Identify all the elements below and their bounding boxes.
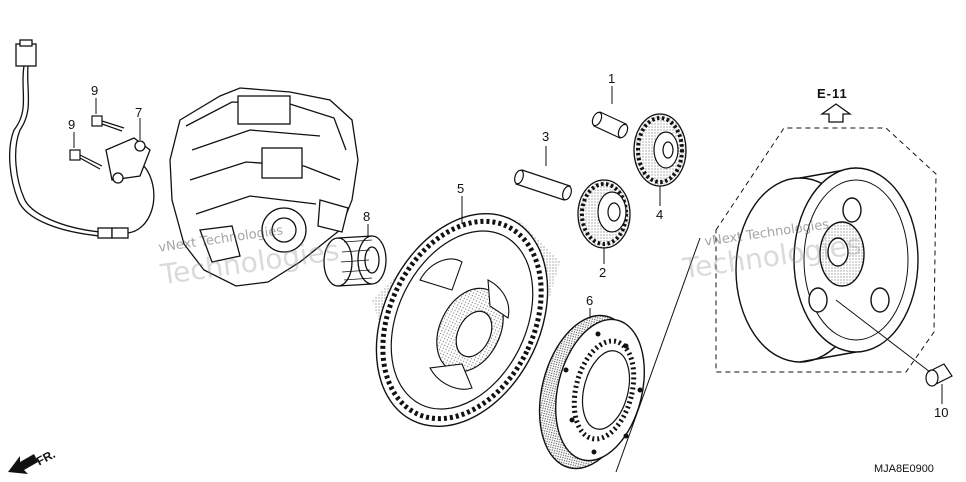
flange-bolt (925, 363, 953, 387)
pin-lower (514, 169, 572, 201)
bolt-upper (91, 115, 125, 132)
leader-lines-left (73, 98, 369, 236)
reduction-gear (633, 113, 687, 187)
part-code: MJA8E0900 (874, 463, 934, 475)
callout-2: 2 (599, 265, 607, 280)
starter-clutch (538, 314, 646, 470)
callout-1: 1 (608, 71, 616, 86)
callout-9-lower: 9 (68, 117, 76, 132)
callout-10: 10 (934, 405, 949, 420)
callout-3: 3 (542, 129, 550, 144)
leader-lines (461, 86, 943, 473)
idle-gear-small (577, 179, 631, 249)
reference-label: E-11 (817, 86, 848, 101)
flywheel-rotor (735, 167, 919, 363)
callout-8: 8 (363, 209, 371, 224)
callout-5: 5 (457, 181, 465, 196)
callout-9-upper: 9 (91, 83, 99, 98)
rotor-assembly-box (715, 127, 937, 373)
reference-arrow (819, 103, 853, 123)
needle-bearing (323, 235, 387, 287)
bolt-lower (69, 149, 103, 170)
front-direction-arrow (8, 454, 38, 474)
callout-4: 4 (656, 207, 664, 222)
pin-upper (591, 111, 629, 139)
engine-block (169, 87, 359, 287)
callout-6: 6 (586, 293, 594, 308)
callout-7: 7 (135, 105, 143, 120)
starter-driven-gear (372, 212, 560, 428)
sensor-harness (9, 39, 155, 239)
